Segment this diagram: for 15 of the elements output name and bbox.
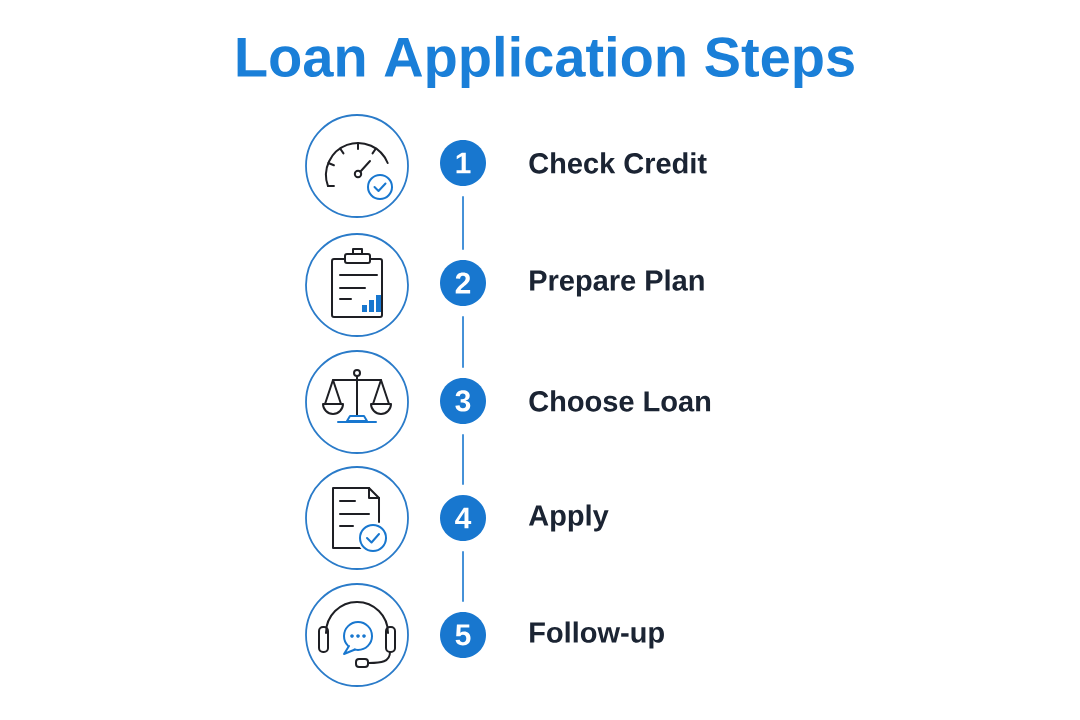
connector-line bbox=[462, 315, 464, 369]
connector-line bbox=[462, 550, 464, 603]
step-number: 5 bbox=[440, 612, 486, 658]
step-number: 3 bbox=[440, 378, 486, 424]
step-number: 1 bbox=[440, 140, 486, 186]
connector-line bbox=[462, 195, 464, 251]
step-label: Follow-up bbox=[530, 621, 664, 649]
step-number: 4 bbox=[440, 495, 486, 541]
title: Loan Application Steps bbox=[237, 35, 854, 89]
step-label: Apply bbox=[528, 504, 609, 532]
connector-line bbox=[462, 433, 464, 486]
step-number: 2 bbox=[440, 260, 486, 306]
step-label: Check Credit bbox=[529, 152, 707, 174]
step-label: Choose Loan bbox=[529, 390, 711, 412]
step-label: Prepare Plan bbox=[530, 269, 704, 297]
